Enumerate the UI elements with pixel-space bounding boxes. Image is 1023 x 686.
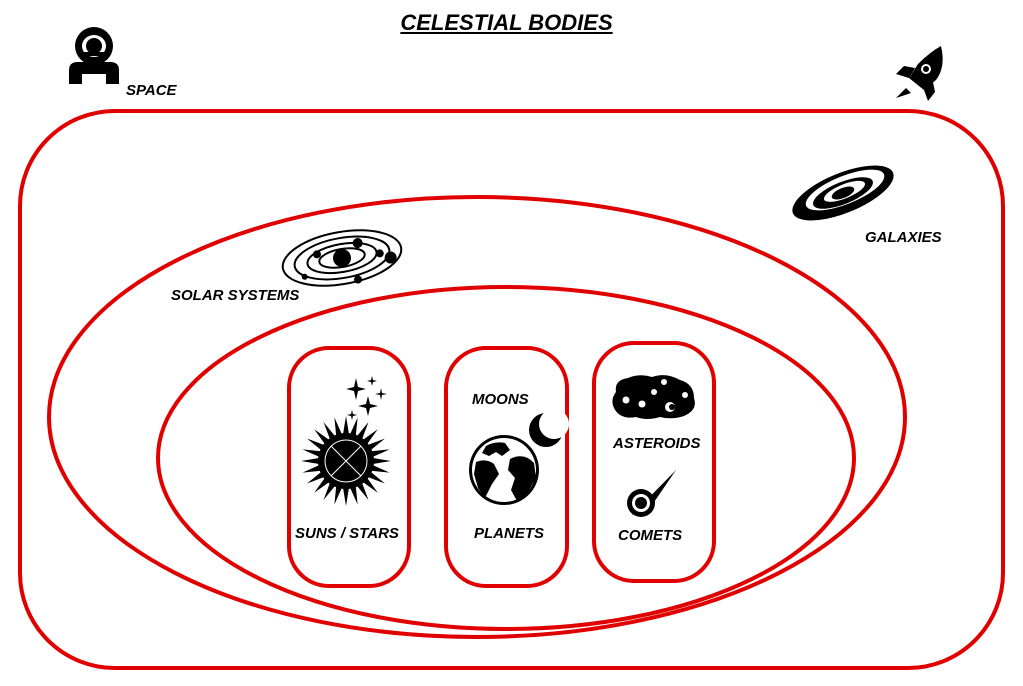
solar-systems-region (156, 285, 856, 631)
space-label: SPACE (126, 82, 177, 99)
diagram-title: CELESTIAL BODIES (400, 10, 613, 35)
galaxies-label: GALAXIES (865, 229, 942, 246)
sun-rays (301, 416, 391, 506)
asteroids-label: ASTEROIDS (613, 435, 701, 452)
sun-icon (301, 416, 391, 506)
space-region (18, 109, 1005, 670)
asteroid-icon (612, 375, 695, 419)
rocket-icon (896, 46, 943, 101)
planets-label: PLANETS (474, 525, 545, 542)
astronaut-icon (69, 27, 119, 84)
earth-icon (469, 435, 539, 505)
comet-icon (627, 470, 676, 517)
moons-label: MOONS (472, 391, 529, 408)
sparkle-stars-icon (346, 376, 387, 420)
galaxies-region (47, 195, 907, 639)
crescent-moon-icon (529, 409, 569, 447)
solar-system-icon (281, 229, 403, 287)
comets-label: COMETS (618, 527, 683, 544)
solar-systems-label: SOLAR SYSTEMS (171, 287, 300, 304)
suns-stars-label: SUNS / STARS (295, 525, 399, 542)
galaxy-icon (792, 165, 894, 221)
